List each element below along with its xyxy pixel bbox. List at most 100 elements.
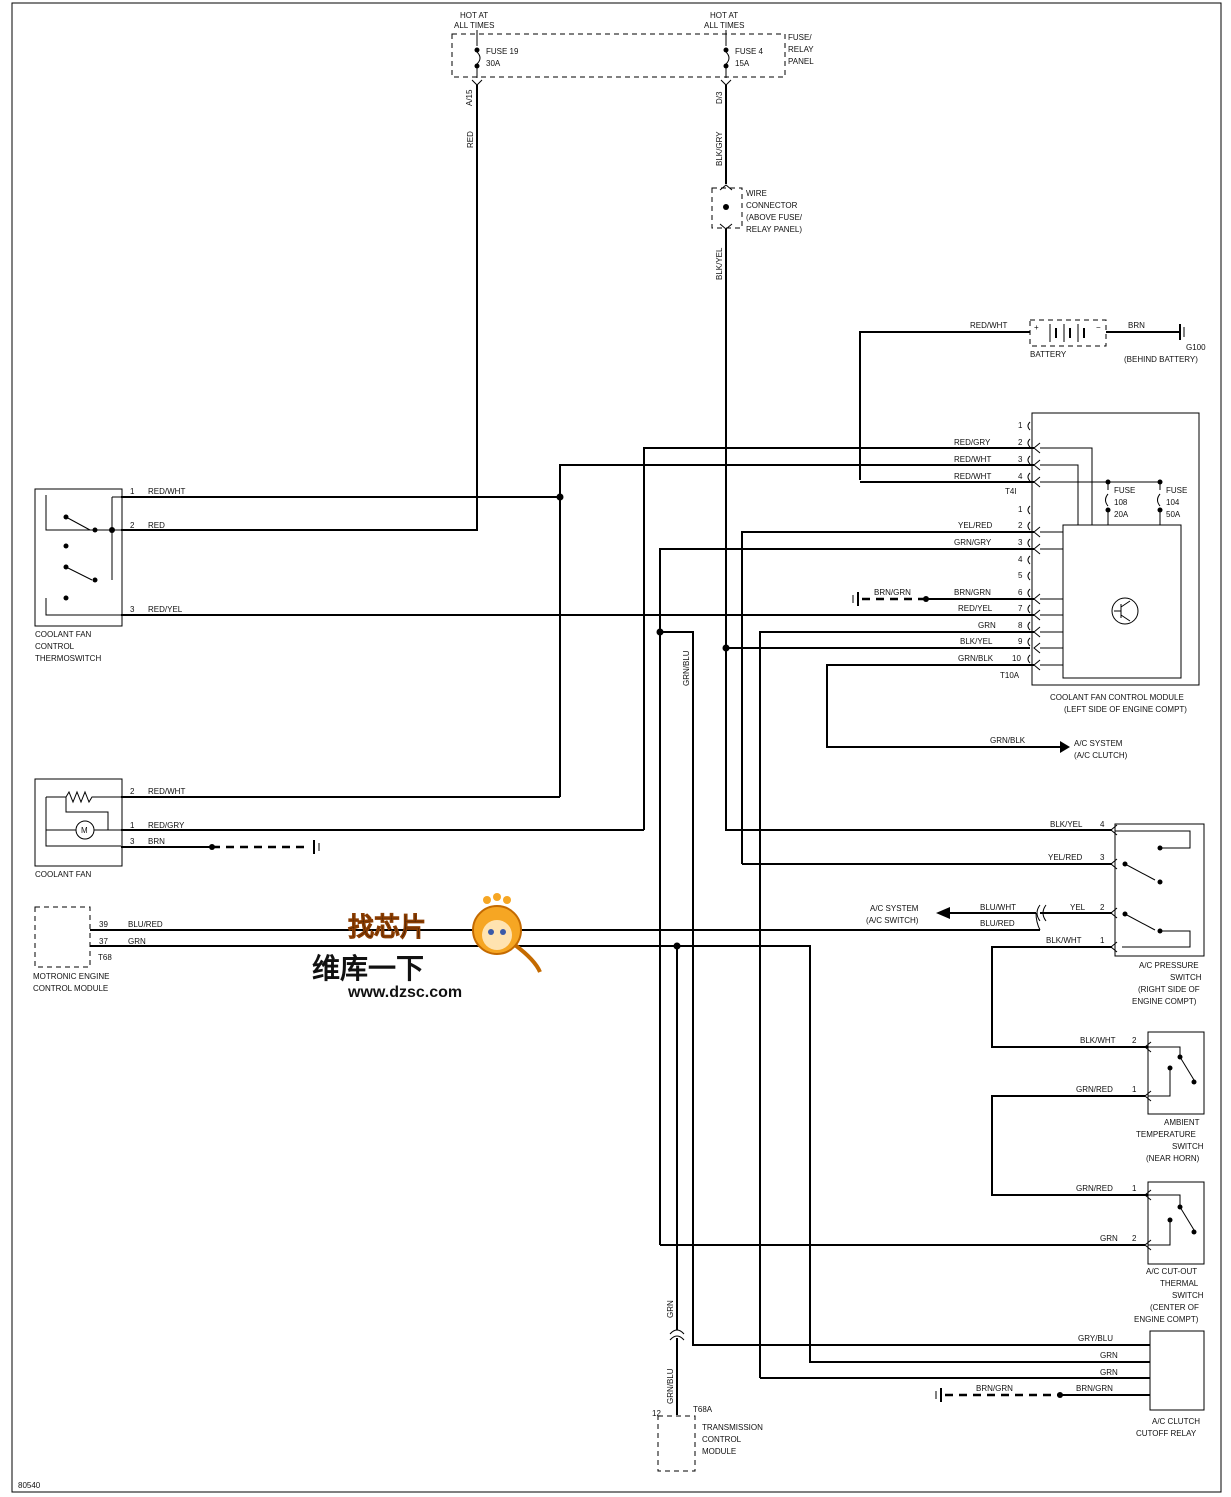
ac-pressure-pins — [1110, 824, 1118, 953]
grn-blu-vertical-label: GRN/BLU — [682, 650, 691, 686]
motronic-connector: T68 — [98, 953, 112, 962]
t4l-connector: 1 2 3 4 — [1018, 421, 1041, 488]
ac-switch-label-2: (A/C SWITCH) — [866, 916, 919, 925]
ambient-pin1-wire: GRN/RED — [1076, 1085, 1113, 1094]
junction-red-wht — [556, 493, 564, 501]
fuse108-label: FUSE — [1114, 486, 1135, 495]
tcm-wire-lower-label: GRN/BLU — [666, 1368, 675, 1404]
fuse104-label: FUSE — [1166, 486, 1187, 495]
svg-text:1: 1 — [1018, 505, 1023, 514]
tcm-label-2: CONTROL — [702, 1435, 742, 1444]
fuse19-hot-label-1: HOT AT — [460, 11, 488, 20]
ambient-label-4: (NEAR HORN) — [1146, 1154, 1200, 1163]
relay-wire-3: GRN — [1100, 1368, 1118, 1377]
svg-text:8: 8 — [1018, 621, 1023, 630]
cutout-label-4: (CENTER OF — [1150, 1303, 1199, 1312]
cutout-label-3: SWITCH — [1172, 1291, 1204, 1300]
tcm-connector: T68A — [693, 1405, 713, 1414]
thermo-pin2-num: 2 — [130, 521, 135, 530]
module-ground-icon — [852, 592, 859, 606]
ac-switch-wire-label: BLU/WHT — [980, 903, 1016, 912]
t4l-pin4-wire: RED/WHT — [954, 472, 991, 481]
ac-pressure-blu-red-label: BLU/RED — [980, 919, 1015, 928]
thermoswitch-label-3: THERMOSWITCH — [35, 654, 101, 663]
svg-text:9: 9 — [1018, 637, 1023, 646]
t10a-pin7-wire: RED/YEL — [958, 604, 993, 613]
fuse-relay-panel-box — [451, 33, 786, 78]
svg-text:M: M — [81, 826, 88, 835]
fuse108-rating: 20A — [1114, 510, 1129, 519]
svg-text:4: 4 — [1018, 472, 1023, 481]
grn-red-wire — [991, 1095, 1148, 1196]
wire-connector-label-1: WIRE — [746, 189, 767, 198]
thermo-pin1-wire: RED/WHT — [148, 487, 185, 496]
blk-yel-wire — [725, 229, 1105, 831]
ac-switch-label-1: A/C SYSTEM — [870, 904, 919, 913]
svg-text:2: 2 — [1018, 438, 1023, 447]
ac-switch-connector — [950, 904, 1047, 931]
clutch-relay-label-2: CUTOFF RELAY — [1136, 1429, 1197, 1438]
ambient-label-3: SWITCH — [1172, 1142, 1204, 1151]
cutout-pin2-wire: GRN — [1100, 1234, 1118, 1243]
fan-pin1-wire: RED/GRY — [148, 821, 185, 830]
motronic-label-2: CONTROL MODULE — [33, 984, 108, 993]
coolant-fan-label: COOLANT FAN — [35, 870, 92, 879]
fuse4-terminal: D/3 — [715, 91, 724, 104]
blk-gry-label: BLK/GRY — [715, 131, 724, 166]
motronic-pin39-wire: BLU/RED — [128, 920, 163, 929]
thermo-pin3-wire: RED/YEL — [148, 605, 183, 614]
tcm-pin: 12 — [652, 1409, 661, 1418]
clutch-relay-box — [1149, 1330, 1205, 1411]
ambient-label-1: AMBIENT — [1164, 1118, 1200, 1127]
svg-text:3: 3 — [1018, 538, 1023, 547]
tcm-connector-upper — [669, 1329, 685, 1335]
fuse104-rating: 50A — [1166, 510, 1181, 519]
svg-text:7: 7 — [1018, 604, 1023, 613]
ambient-pin2-wire: BLK/WHT — [1080, 1036, 1116, 1045]
ambient-label-2: TEMPERATURE — [1136, 1130, 1196, 1139]
fan-pin3-wire: BRN — [148, 837, 165, 846]
svg-text:1: 1 — [1018, 421, 1023, 430]
fuse19-terminal: A/15 — [465, 89, 474, 106]
ac-clutch-label-1: A/C SYSTEM — [1074, 739, 1123, 748]
fuse19-symbol — [471, 30, 483, 86]
fuse4-rating: 15A — [735, 59, 750, 68]
fuse4-symbol — [720, 30, 732, 86]
cutout-pin1-num: 1 — [1132, 1184, 1137, 1193]
motronic-box — [34, 906, 91, 968]
t10a-connector: 1 2 3 4 5 6 7 8 9 10 — [1012, 505, 1041, 671]
ac-pressure-pin1-num: 1 — [1100, 936, 1105, 945]
fan-module-label-2: (LEFT SIDE OF ENGINE COMPT) — [1064, 705, 1187, 714]
thermoswitch-label-2: CONTROL — [35, 642, 75, 651]
page-frame — [11, 2, 1222, 1493]
motronic-pin37-num: 37 — [99, 937, 108, 946]
fuse19-hot-label-2: ALL TIMES — [454, 21, 494, 30]
thermo-pin2-wire: RED — [148, 521, 165, 530]
fan-pin3-num: 3 — [130, 837, 135, 846]
ambient-switch-box — [1147, 1031, 1205, 1115]
ac-pressure-pin2-wire-label: YEL — [1070, 903, 1086, 912]
motronic-pin37-wire: GRN — [128, 937, 146, 946]
motronic-label-1: MOTRONIC ENGINE — [33, 972, 109, 981]
cutout-switch-box — [1147, 1181, 1205, 1265]
ac-pressure-pin3-wire-label: YEL/RED — [1048, 853, 1082, 862]
fuse-panel-label-3: PANEL — [788, 57, 814, 66]
cutout-pin1-wire: GRN/RED — [1076, 1184, 1113, 1193]
fuse19-rating: 30A — [486, 59, 501, 68]
ac-pressure-pin3-num: 3 — [1100, 853, 1105, 862]
ac-pressure-label-1: A/C PRESSURE — [1139, 961, 1199, 970]
ac-pressure-contacts — [1115, 830, 1191, 948]
t10a-pin9-wire: BLK/YEL — [960, 637, 993, 646]
t4l-pin2-wire: RED/GRY — [954, 438, 991, 447]
ac-pressure-switch-box — [1114, 823, 1205, 957]
tcm-connector-lower — [669, 1335, 685, 1341]
ground-g100-icon — [1179, 324, 1185, 340]
watermark-url: www.dzsc.com — [347, 984, 462, 1001]
svg-text:3: 3 — [1018, 455, 1023, 464]
watermark-cn1: 找芯片 — [348, 912, 426, 942]
tcm-box — [657, 1415, 696, 1472]
clutch-relay-label-1: A/C CLUTCH — [1152, 1417, 1200, 1426]
g100-location: (BEHIND BATTERY) — [1124, 355, 1198, 364]
fan-motor-icon: M — [45, 790, 121, 847]
ac-pressure-label-4: ENGINE COMPT) — [1132, 997, 1197, 1006]
